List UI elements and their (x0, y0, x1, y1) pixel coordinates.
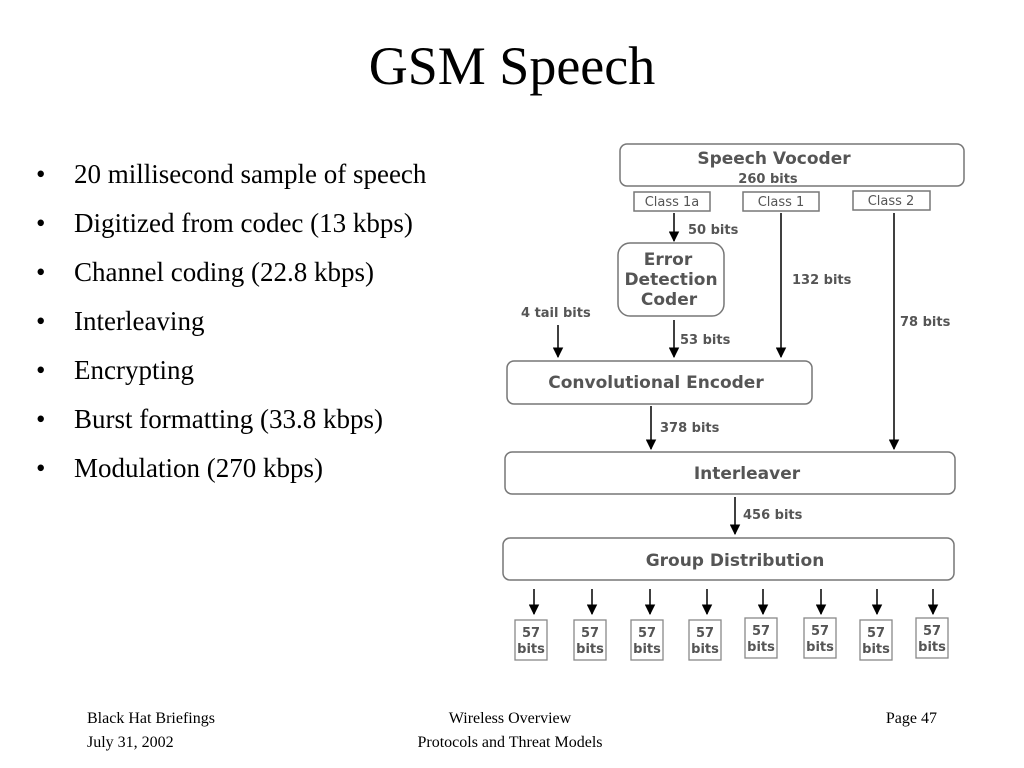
bullet-text: Channel coding (22.8 kbps) (74, 257, 374, 287)
burst-value: 57 (923, 624, 941, 639)
burst-unit: bits (691, 642, 719, 657)
label-53-bits: 53 bits (680, 333, 731, 348)
group-distribution-label: Group Distribution (646, 551, 825, 571)
burst-unit: bits (747, 640, 775, 655)
burst-value: 57 (752, 624, 770, 639)
footer-center: Wireless Overview Protocols and Threat M… (390, 707, 630, 755)
bullet-dot: • (36, 306, 46, 336)
bullet-list: • 20 millisecond sample of speech • Digiti… (28, 154, 478, 497)
class-1a-label: Class 1a (645, 195, 700, 210)
burst-box (514, 619, 548, 661)
burst-box (744, 617, 778, 659)
footer-page-number: Page 47 (885, 710, 937, 727)
burst-unit: bits (576, 642, 604, 657)
label-456-bits: 456 bits (743, 508, 803, 523)
class-1a-box (633, 191, 711, 212)
bullet-item: • Encrypting (28, 350, 478, 390)
vocoder-box (619, 143, 965, 187)
conv-encoder-box (506, 360, 813, 405)
error-coder-line3: Coder (641, 290, 698, 310)
burst-value: 57 (811, 624, 829, 639)
burst-box (803, 617, 837, 659)
burst-box (573, 619, 607, 661)
footer-left: Black Hat Briefings July 31, 2002 (87, 707, 215, 755)
interleaver-box (504, 451, 956, 495)
bullet-item: • Interleaving (28, 301, 478, 341)
burst-value: 57 (581, 626, 599, 641)
bullet-item: • Digitized from codec (13 kbps) (28, 203, 478, 243)
error-coder-line2: Detection (624, 270, 717, 290)
footer-presentation-subtitle: Protocols and Threat Models (417, 734, 603, 751)
label-378-bits: 378 bits (660, 421, 720, 436)
class-2-box (852, 190, 931, 211)
interleaver-label: Interleaver (694, 464, 801, 484)
bullet-text: 20 millisecond sample of speech (74, 159, 427, 189)
burst-unit: bits (918, 640, 946, 655)
bullet-dot: • (36, 208, 46, 238)
bullet-dot: • (36, 404, 46, 434)
bullet-dot: • (36, 355, 46, 385)
bullet-text: Burst formatting (33.8 kbps) (74, 404, 383, 434)
burst-group: 57 bits 57 bits 57 bits 57 bits 57 bits … (514, 589, 949, 661)
bullet-dot: • (36, 159, 46, 189)
bullet-item: • 20 millisecond sample of speech (28, 154, 478, 194)
bullet-text: Encrypting (74, 355, 194, 385)
bullet-dot: • (36, 453, 46, 483)
burst-value: 57 (696, 626, 714, 641)
bullet-item: • Burst formatting (33.8 kbps) (28, 399, 478, 439)
error-coder-line1: Error (644, 250, 693, 270)
burst-box (915, 617, 949, 659)
class-1-label: Class 1 (758, 195, 805, 210)
bullet-text: Modulation (270 kbps) (74, 453, 323, 483)
burst-unit: bits (806, 640, 834, 655)
bullet-text: Digitized from codec (13 kbps) (74, 208, 413, 238)
footer-presentation-title: Wireless Overview (448, 710, 572, 727)
label-78-bits: 78 bits (900, 315, 951, 330)
class-1-box (742, 191, 820, 212)
bullet-dot: • (36, 257, 46, 287)
burst-box (630, 619, 664, 661)
burst-value: 57 (867, 626, 885, 641)
bullet-text: Interleaving (74, 306, 205, 336)
vocoder-title: Speech Vocoder (697, 149, 851, 169)
group-distribution-box (502, 537, 955, 581)
slide-title: GSM Speech (368, 36, 656, 96)
class-2-label: Class 2 (868, 194, 915, 209)
label-tail-bits: 4 tail bits (521, 306, 591, 321)
burst-unit: bits (517, 642, 545, 657)
burst-box (688, 619, 722, 661)
burst-value: 57 (638, 626, 656, 641)
vocoder-bits: 260 bits (738, 172, 798, 187)
bullet-item: • Modulation (270 kbps) (28, 448, 478, 488)
burst-unit: bits (862, 642, 890, 657)
footer-event: Black Hat Briefings (87, 710, 215, 727)
footer-date: July 31, 2002 (87, 734, 174, 751)
label-132-bits: 132 bits (792, 273, 852, 288)
label-50-bits: 50 bits (688, 223, 739, 238)
conv-encoder-label: Convolutional Encoder (548, 373, 764, 393)
error-coder-box (617, 242, 725, 317)
burst-unit: bits (633, 642, 661, 657)
bullet-item: • Channel coding (22.8 kbps) (28, 252, 478, 292)
burst-value: 57 (522, 626, 540, 641)
burst-box (859, 619, 893, 661)
